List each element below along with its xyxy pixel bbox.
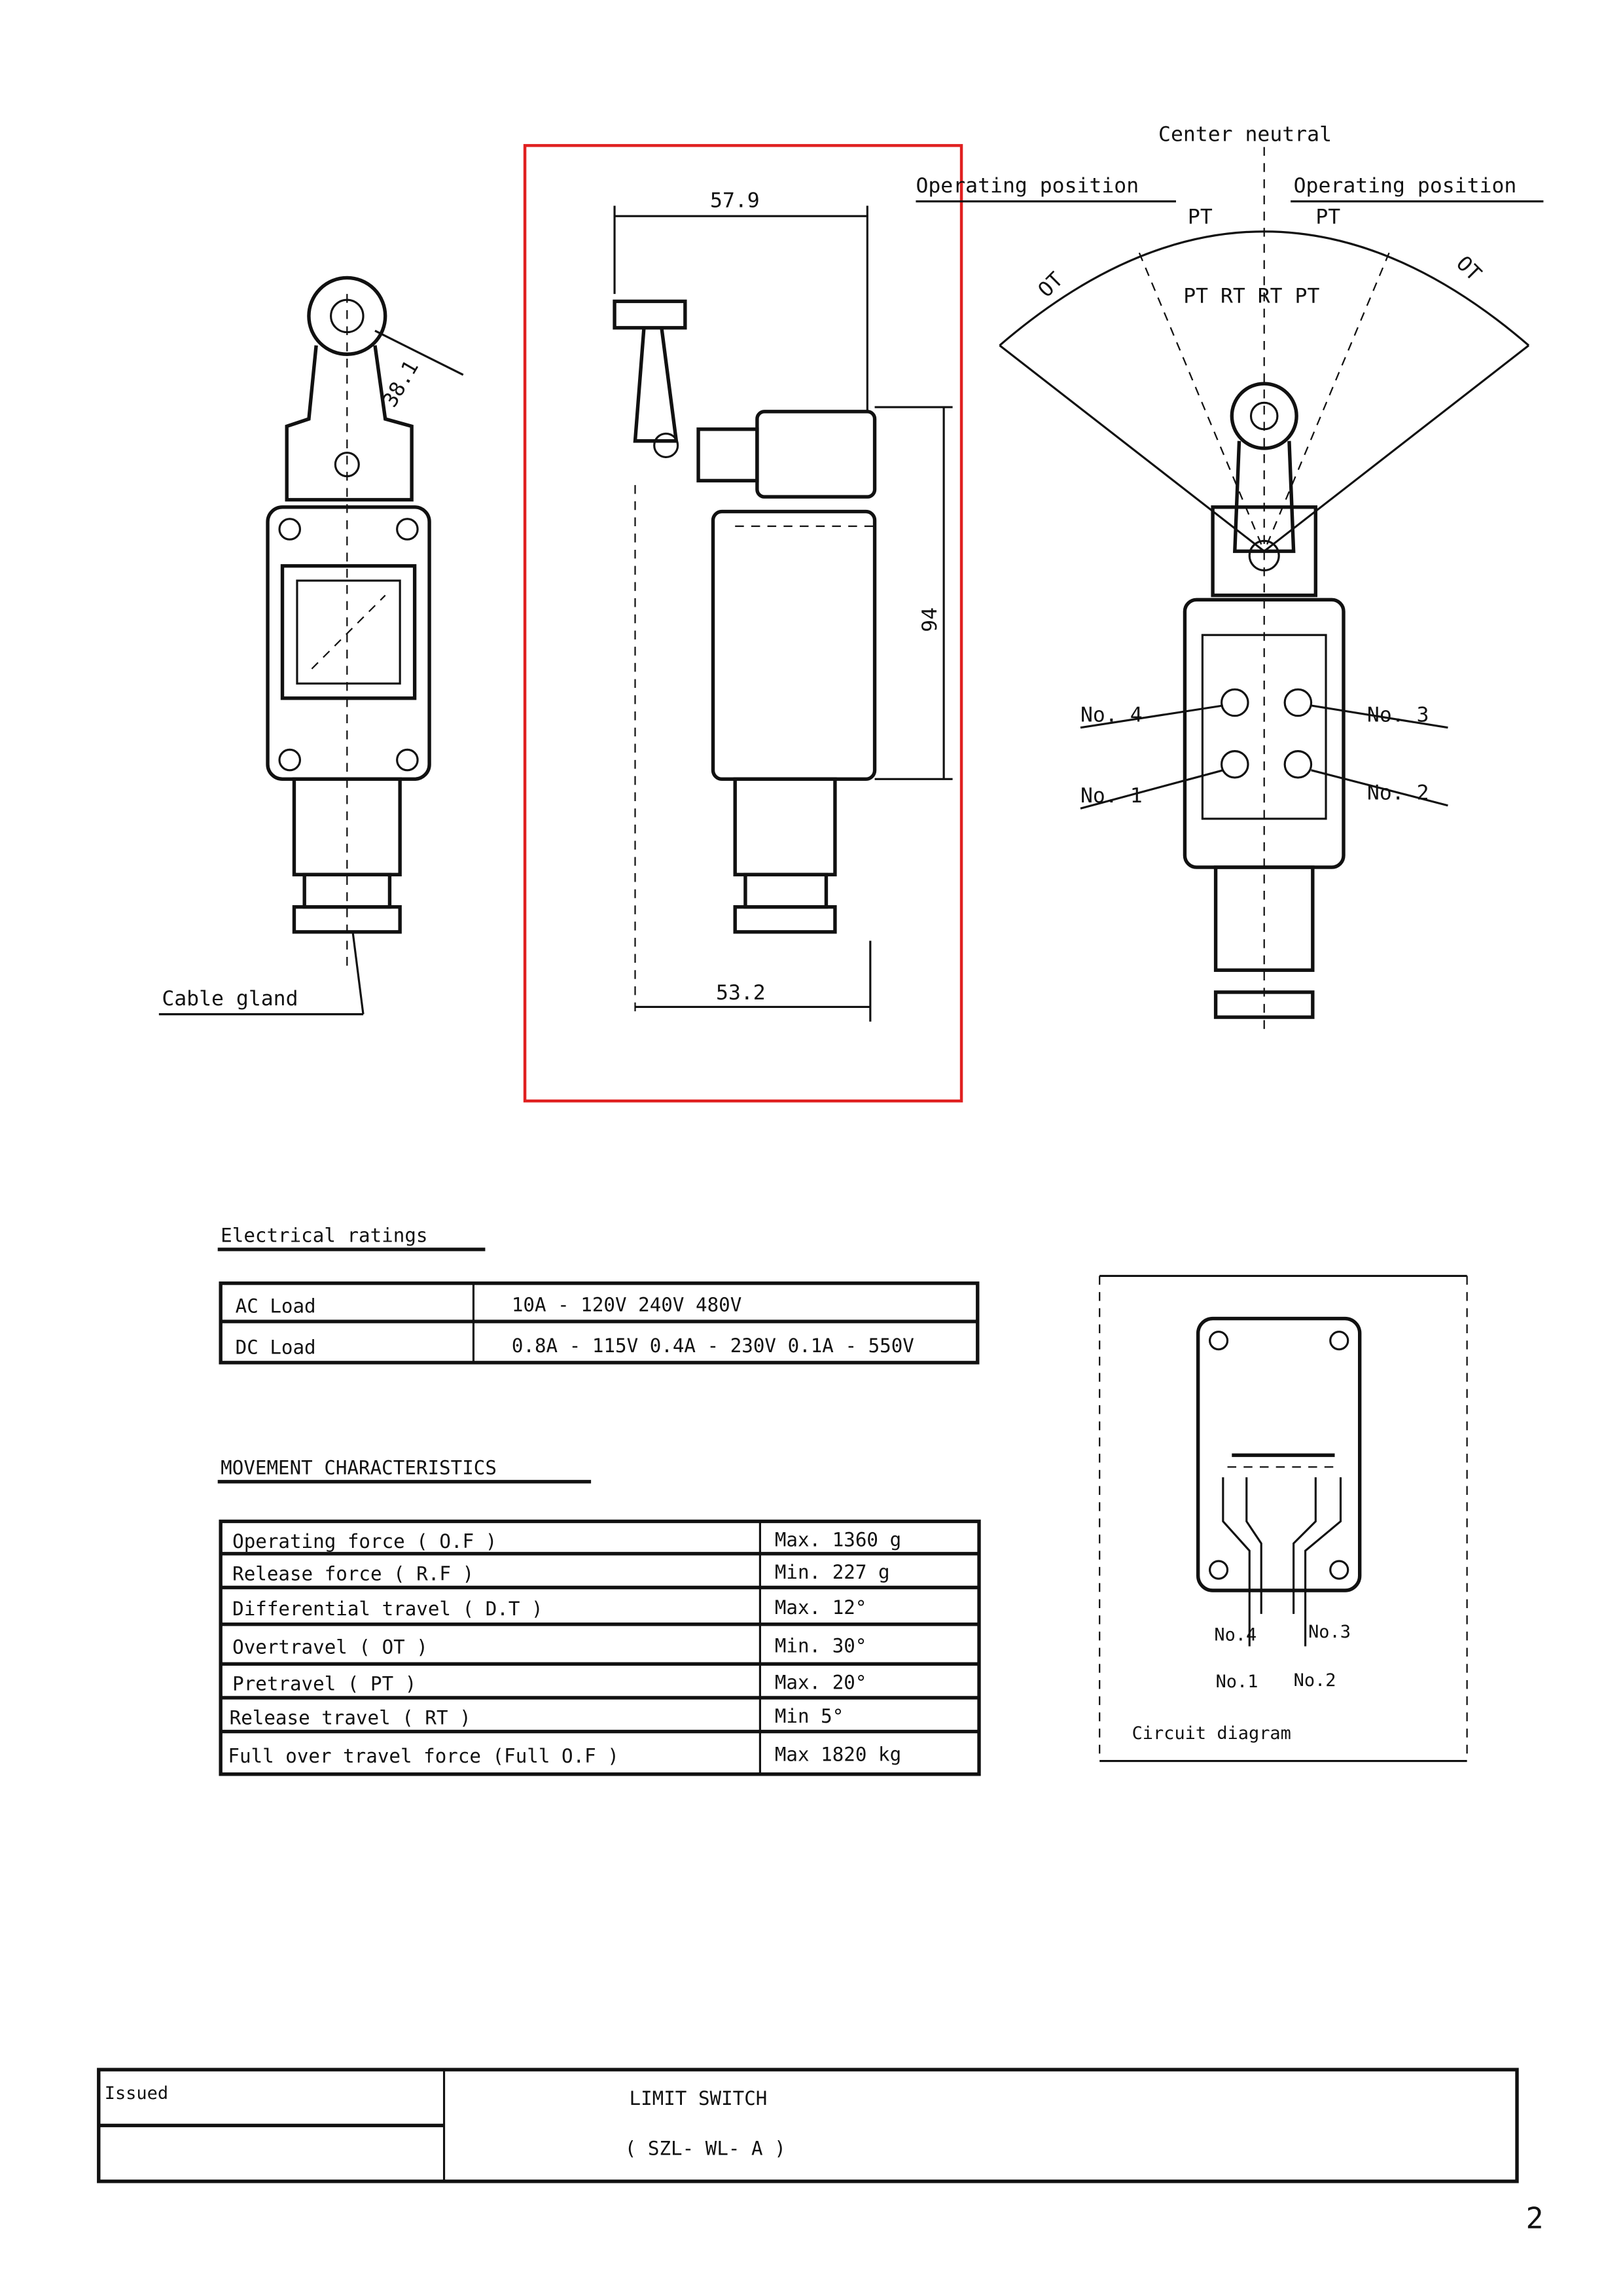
document-title: LIMIT SWITCH xyxy=(630,2087,768,2109)
circuit-no2-label: No.2 xyxy=(1294,1670,1336,1691)
terminal-no4-label: No. 4 xyxy=(1080,704,1143,727)
dc-load-value: 0.8A - 115V 0.4A - 230V 0.1A - 550V xyxy=(512,1335,914,1357)
height-dimension: 94 xyxy=(918,607,942,632)
movement-row-value: Max 1820 kg xyxy=(775,1744,901,1766)
width-top-dimension: 57.9 xyxy=(710,189,760,213)
movement-row-label: Release force ( R.F ) xyxy=(232,1562,474,1585)
model-number: ( SZL- WL- A ) xyxy=(625,2137,786,2159)
front-view-drawing: 38.1 Cable gland xyxy=(158,276,464,1016)
movement-row-label: Operating force ( O.F ) xyxy=(232,1530,497,1552)
circuit-no4-label: No.4 xyxy=(1214,1624,1257,1645)
ac-load-label: AC Load xyxy=(236,1295,316,1318)
cable-gland-label: Cable gland xyxy=(162,987,298,1011)
movement-row-label: Overtravel ( OT ) xyxy=(232,1636,428,1659)
movement-row-value: Max. 12° xyxy=(775,1596,867,1619)
movement-title: MOVEMENT CHARACTERISTICS xyxy=(221,1457,497,1479)
movement-row-label: Pretravel ( PT ) xyxy=(232,1673,416,1695)
circuit-diagram-caption: Circuit diagram xyxy=(1132,1723,1291,1744)
page-number: 2 xyxy=(1525,2201,1543,2236)
movement-row-value: Max. 1360 g xyxy=(775,1529,901,1551)
operating-position-right-label: Operating position xyxy=(1294,174,1517,198)
movement-row-label: Release travel ( RT ) xyxy=(230,1706,471,1729)
movement-row-label: Full over travel force (Full O.F ) xyxy=(228,1745,618,1767)
terminal-no1-label: No. 1 xyxy=(1080,784,1143,808)
circuit-diagram: No.4 No.3 No.1 No.2 Circuit diagram xyxy=(1099,1274,1468,1763)
pt-right-label: PT xyxy=(1315,205,1340,228)
circuit-no3-label: No.3 xyxy=(1308,1622,1351,1642)
travel-labels: PT RT RT PT xyxy=(1183,285,1319,308)
movement-row-value: Min. 227 g xyxy=(775,1561,890,1583)
terminal-no3-label: No. 3 xyxy=(1367,704,1429,727)
ac-load-value: 10A - 120V 240V 480V xyxy=(512,1293,741,1316)
width-bottom-dimension: 53.2 xyxy=(716,981,766,1005)
movement-row-value: Min 5° xyxy=(775,1705,844,1727)
terminal-no2-label: No. 2 xyxy=(1367,781,1429,805)
circuit-no1-label: No.1 xyxy=(1216,1672,1258,1692)
title-block: Issued LIMIT SWITCH ( SZL- WL- A ) xyxy=(97,2068,1519,2183)
issued-label: Issued xyxy=(105,2083,168,2104)
movement-row-label: Differential travel ( D.T ) xyxy=(232,1598,543,1620)
electrical-ratings-title: Electrical ratings xyxy=(221,1225,427,1247)
movement-row-value: Min. 30° xyxy=(775,1634,867,1657)
electrical-ratings-section: Electrical ratings AC Load 10A - 120V 24… xyxy=(217,1225,980,1365)
side-view-drawing: 57.9 94 53.2 xyxy=(613,189,953,1022)
movement-characteristics-section: MOVEMENT CHARACTERISTICS Operating force… xyxy=(217,1457,981,1776)
pt-left-label: PT xyxy=(1188,205,1213,228)
highlight-box xyxy=(523,144,963,1103)
movement-row-value: Max. 20° xyxy=(775,1671,867,1693)
dc-load-label: DC Load xyxy=(236,1336,316,1358)
operating-position-left-label: Operating position xyxy=(916,174,1139,198)
center-neutral-label: Center neutral xyxy=(1158,123,1332,147)
